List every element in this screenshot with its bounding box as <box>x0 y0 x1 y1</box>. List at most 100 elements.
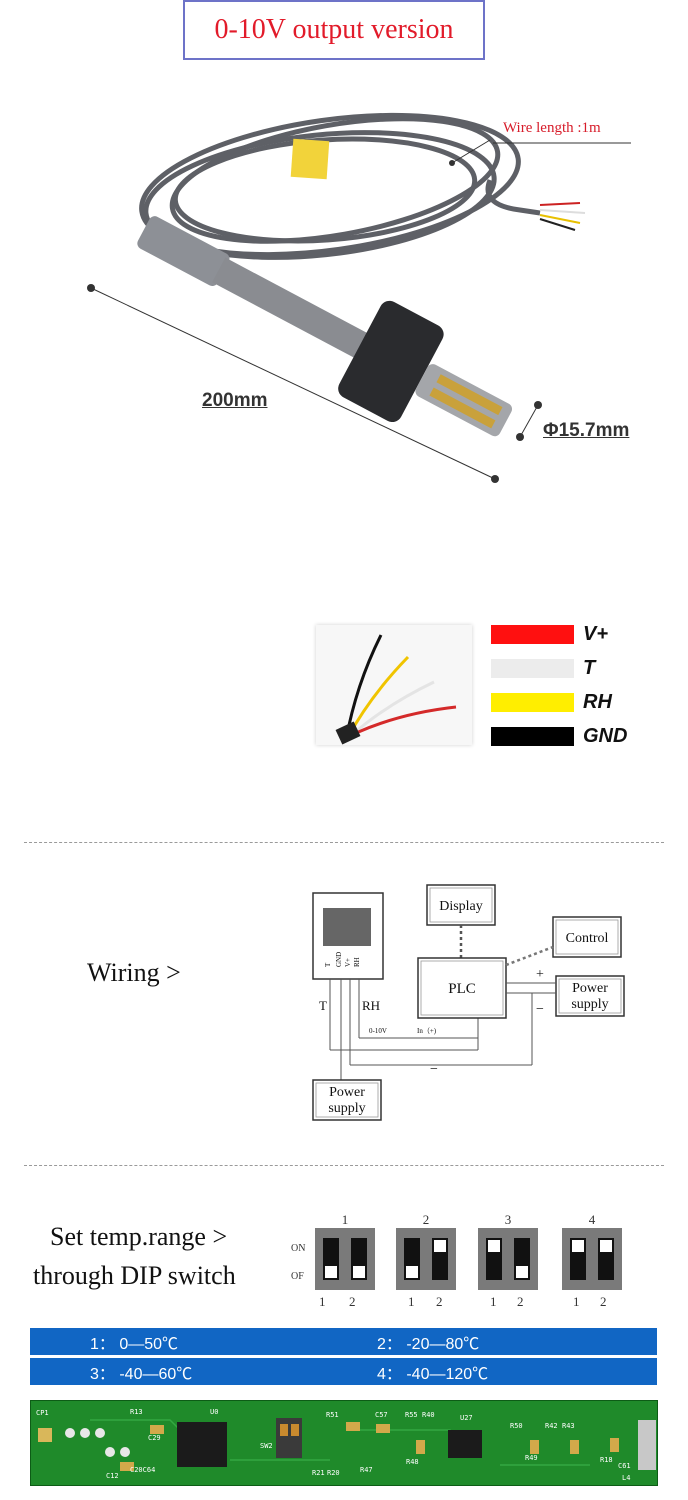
dip-knob <box>353 1266 365 1278</box>
power-supply-bottom-label-2: supply <box>328 1101 365 1116</box>
range-1: 1： 0—50℃ <box>90 1335 179 1353</box>
pcb-silk-text: C29 <box>148 1434 161 1442</box>
dip-group-number: 2 <box>422 1212 430 1227</box>
dip-label-line2: through DIP switch <box>33 1261 236 1290</box>
pcb-silk-text: R18 <box>600 1456 613 1464</box>
dip-knob <box>600 1240 612 1252</box>
legend-swatch <box>491 692 574 712</box>
power-supply-right-label-1: Power <box>572 981 608 996</box>
dip-position-2: 2 <box>517 1294 524 1309</box>
section-divider <box>24 842 664 843</box>
power-supply-right-box <box>555 975 625 1017</box>
wiring-section-label: Wiring > <box>87 958 181 987</box>
length-dimension-label: 200mm <box>202 390 268 411</box>
dip-switch-2 <box>396 1228 456 1290</box>
dip-off-label: OF <box>291 1271 304 1282</box>
pcb-silk-text: C61 <box>618 1462 631 1470</box>
dip-position-1: 1 <box>573 1294 580 1309</box>
plus-sign: + <box>536 967 544 982</box>
wire-photo <box>316 625 472 745</box>
plc-box <box>417 957 507 1019</box>
legend-swatch <box>491 726 574 746</box>
plc-label: PLC <box>448 981 476 997</box>
dip-group-number: 1 <box>341 1212 349 1227</box>
sensor-box <box>312 892 384 980</box>
legend-item-v-plus: V+ <box>491 623 608 645</box>
dip-label-line1: Set temp.range > <box>50 1222 228 1251</box>
pcb-silk-text: R43 <box>562 1422 575 1430</box>
dip-position-1: 1 <box>319 1294 326 1309</box>
pcb-silk-text: U27 <box>460 1414 473 1422</box>
page-title: 0-10V output version <box>183 0 485 60</box>
minus-sign: − <box>536 1002 544 1017</box>
pcb-silk-text: R40 <box>422 1411 435 1419</box>
legend-item-gnd: GND <box>491 725 627 747</box>
legend-item-rh: RH <box>491 691 612 713</box>
legend-swatch <box>491 624 574 644</box>
power-supply-bottom-box <box>312 1079 382 1121</box>
pcb-image: CP1 R13 U0 C29 C12 C20C64 SW2 R51 C57 R5… <box>30 1400 658 1486</box>
sensor-probe-image <box>87 112 631 483</box>
dip-position-2: 2 <box>349 1294 356 1309</box>
dip-knob <box>488 1240 500 1252</box>
pcb-silk-text: R21 <box>312 1469 325 1477</box>
dip-knob <box>434 1240 446 1252</box>
range-bar-top: 1： 0—50℃ 2： -20—80℃ <box>30 1328 657 1355</box>
signal-label: 0-10V <box>369 1027 387 1035</box>
legend-label: T <box>583 656 596 679</box>
range-4: 4： -40—120℃ <box>377 1365 489 1383</box>
pcb-silk-text: R13 <box>130 1408 143 1416</box>
dip-switch-1 <box>315 1228 375 1290</box>
pcb-chip-u27 <box>448 1430 482 1458</box>
dip-on-label: ON <box>291 1243 306 1254</box>
dip-position-2: 2 <box>600 1294 607 1309</box>
pcb-silk-text: C12 <box>106 1472 119 1480</box>
dip-position-1: 1 <box>490 1294 497 1309</box>
pcb-pad <box>38 1428 52 1442</box>
dip-group-number: 3 <box>504 1212 512 1227</box>
control-box <box>552 916 622 958</box>
legend-item-t: T <box>491 657 595 679</box>
range-2: 2： -20—80℃ <box>377 1335 480 1353</box>
dip-switch-3 <box>478 1228 538 1290</box>
wire-ends-image <box>335 634 457 745</box>
pin-t-label: T <box>324 962 332 967</box>
dip-group-number: 4 <box>588 1212 596 1227</box>
dip-knob <box>406 1266 418 1278</box>
wire-length-label: Wire length :1m <box>503 120 601 136</box>
section-divider <box>24 1165 664 1166</box>
pcb-board <box>30 1400 658 1486</box>
pcb-silk-text: C57 <box>375 1411 388 1419</box>
power-supply-right-label-2: supply <box>571 997 608 1012</box>
pin-gnd-label: GND <box>335 952 343 967</box>
dip-position-1: 1 <box>408 1294 415 1309</box>
pin-v-plus-label: V+ <box>344 958 352 967</box>
dip-knob <box>572 1240 584 1252</box>
legend-swatch <box>491 658 574 678</box>
pin-rh-label: RH <box>353 957 361 967</box>
pcb-silk-text: R55 <box>405 1411 418 1419</box>
pcb-silk-text: SW2 <box>260 1442 273 1450</box>
diameter-dimension-label: Φ15.7mm <box>543 420 630 441</box>
pcb-connector <box>638 1420 656 1470</box>
range-3: 3： -40—60℃ <box>90 1365 193 1383</box>
wiring-diagram: T GND V+ RH T RH 0-10V In（+) Display PLC… <box>312 884 625 1121</box>
input-label: In（+) <box>417 1027 437 1035</box>
legend-label: GND <box>583 724 628 747</box>
pcb-silk-text: C20C64 <box>130 1466 155 1474</box>
pcb-silk-text: R48 <box>406 1458 419 1466</box>
dip-position-2: 2 <box>436 1294 443 1309</box>
legend-label: RH <box>583 690 612 713</box>
pcb-silk-text: U0 <box>210 1408 218 1416</box>
minus-sign-bottom: − <box>430 1062 438 1077</box>
pcb-chip-u0 <box>177 1422 227 1467</box>
pcb-silk-text: R50 <box>510 1422 523 1430</box>
dip-knob <box>516 1266 528 1278</box>
dip-switch-4 <box>562 1228 622 1290</box>
pcb-silk-text: R49 <box>525 1454 538 1462</box>
wire-rh-label: RH <box>362 998 380 1013</box>
pcb-silk-text: CP1 <box>36 1409 49 1417</box>
wire-t-label: T <box>319 998 327 1013</box>
pcb-silk-text: L4 <box>622 1474 630 1482</box>
display-label: Display <box>439 899 483 914</box>
